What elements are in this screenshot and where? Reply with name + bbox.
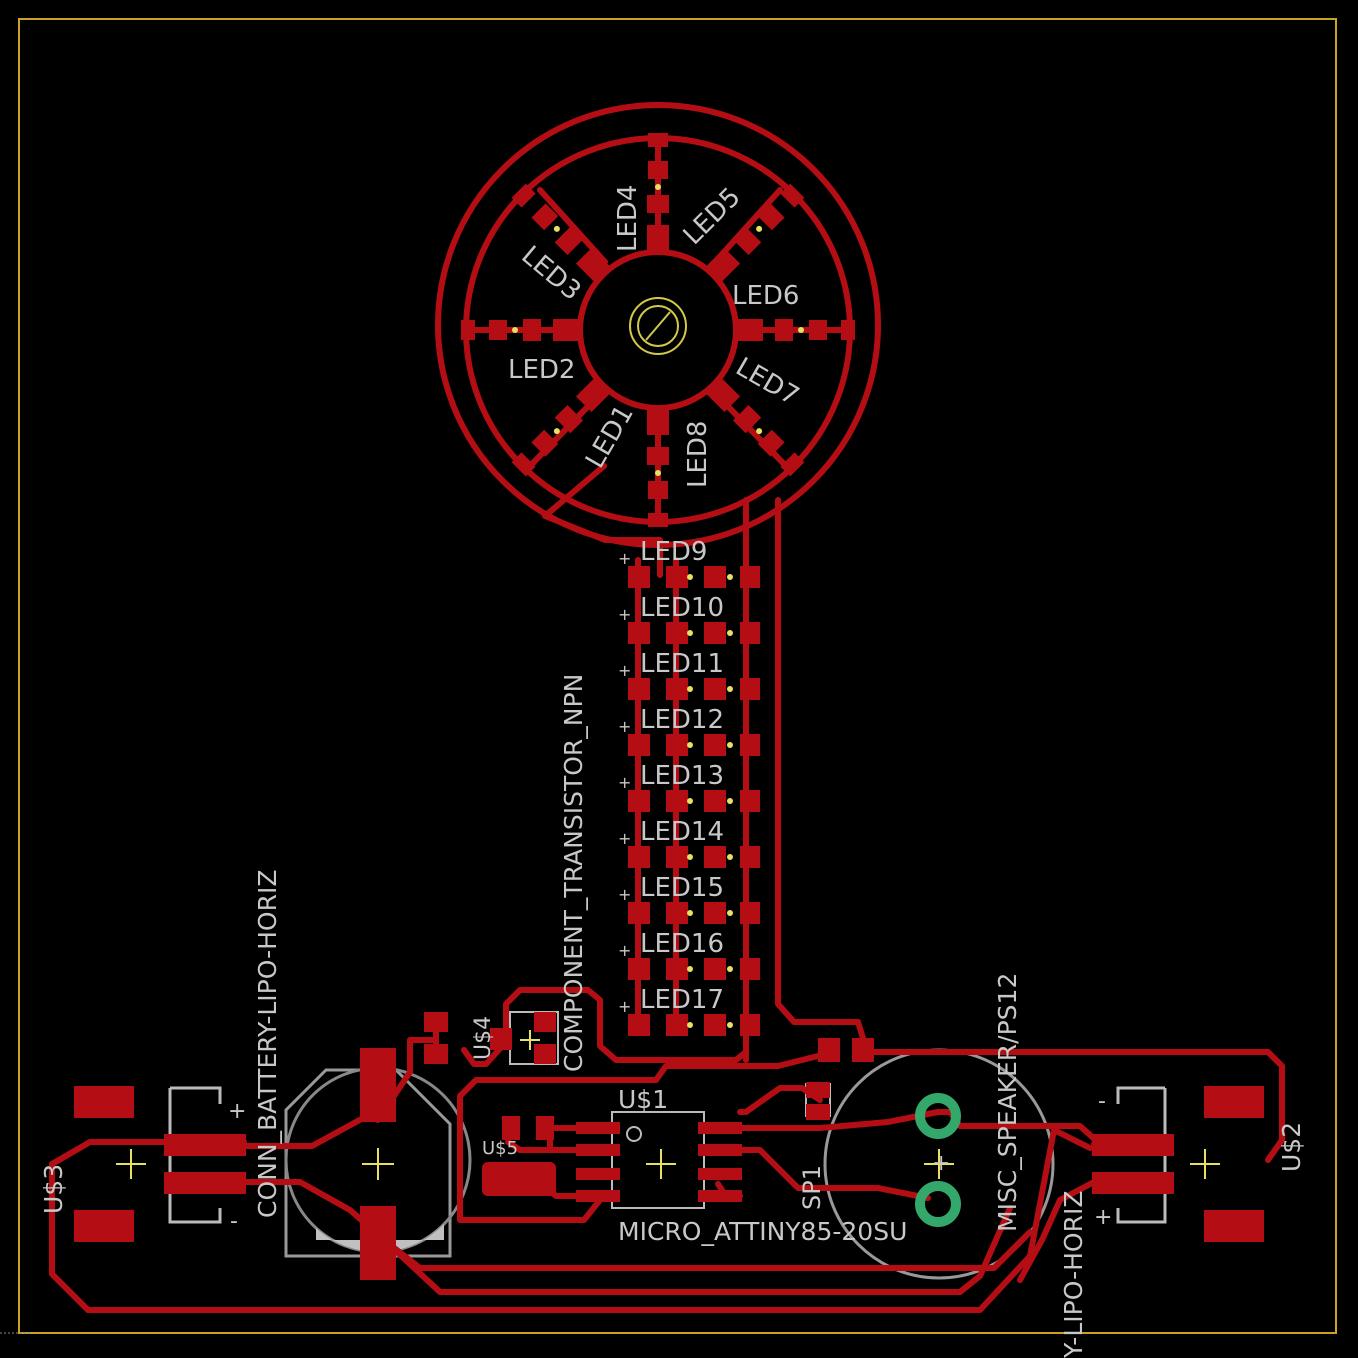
mount-hole-ring [629,297,687,355]
trace-inner-ring [577,249,739,411]
battery-right-pad-bottom [1204,1210,1264,1242]
mcu-outline [611,1111,705,1209]
label-battery-right: Y-LIPO-HORIZ [1059,1191,1088,1358]
label-transistor: COMPONENT_TRANSISTOR_NPN [559,674,588,1072]
led-column-plus-12: + [618,717,631,736]
speaker-plus-mark: + [932,1151,950,1176]
coin-cell-pad-top [360,1048,396,1122]
led-column-plus-15: + [618,885,631,904]
led-column-16 [628,958,760,980]
label-u5: U$5 [482,1138,518,1159]
battery-right-pad-plus [1092,1134,1174,1156]
led-ring-5 [706,183,805,282]
led-ring-label-4: LED4 [613,185,643,252]
led-column-label-17: LED17 [640,985,724,1015]
label-u4: U$4 [471,1016,496,1060]
led-column-plus-10: + [618,605,631,624]
speaker-via-2 [915,1181,961,1227]
led-column-label-11: LED11 [640,649,724,679]
led-column-9 [628,566,760,588]
mcu-pin1-marker [626,1126,642,1142]
label-sp1: SP1 [798,1165,826,1210]
led-column-plus-9: + [618,549,631,568]
battery-left-pad-top [74,1086,134,1118]
led-column-label-16: LED16 [640,929,724,959]
led-ring-label-1: LED1 [580,400,640,473]
led-column-14 [628,846,760,868]
led-column-label-13: LED13 [640,761,724,791]
battery-left-plus-mark: + [228,1099,246,1124]
battery-right-pad-top [1204,1086,1264,1118]
led-column-label-15: LED15 [640,873,724,903]
led-column-10 [628,622,760,644]
trace-bottom-loop [49,1139,247,1313]
led-ring-6 [737,319,855,341]
led-column-plus-11: + [618,661,631,680]
battery-right-pad-minus [1092,1172,1174,1194]
led-column-group [628,566,760,1036]
label-mcu: MICRO_ATTINY85-20SU [618,1217,907,1246]
led-ring-label-3: LED3 [516,240,587,306]
mount-hole-inner [637,305,679,347]
led-column-label-12: LED12 [640,705,724,735]
battery-left-pad-bottom [74,1210,134,1242]
board-outline [18,18,1337,1334]
battery-left-pad-minus [164,1172,246,1194]
label-u1: U$1 [618,1085,668,1114]
led-column-12 [628,734,760,756]
led-ring-4 [647,133,669,251]
led-column-label-9: LED9 [640,537,707,567]
led-column-plus-13: + [618,773,631,792]
led-column-label-10: LED10 [640,593,724,623]
led-column-plus-14: + [618,829,631,848]
u5-large-pad [482,1162,556,1196]
led-ring-group [461,133,855,527]
led-column-label-14: LED14 [640,817,724,847]
led-column-11 [628,678,760,700]
battery-right-minus-mark: - [1098,1089,1106,1114]
label-battery-left: CONN_BATTERY-LIPO-HORIZ [253,870,282,1218]
led-ring-label-6: LED6 [732,281,799,311]
led-ring-2 [461,319,579,341]
led-ring-1 [511,378,610,477]
coin-cell-pad-bottom [360,1206,396,1280]
led-column-17 [628,1014,760,1036]
led-ring-7 [706,378,805,477]
led-ring-3 [511,183,610,282]
led-ring-label-7: LED7 [731,352,804,412]
label-u3: U$3 [39,1164,68,1214]
led-column-13 [628,790,760,812]
battery-left-minus-mark: - [230,1209,238,1234]
led-column-plus-16: + [618,941,631,960]
label-u2: U$2 [1277,1122,1306,1172]
speaker-via-1 [915,1093,961,1139]
led-ring-label-2: LED2 [508,355,575,385]
battery-left-pad-plus [164,1134,246,1156]
led-ring-8 [647,409,669,527]
led-column-15 [628,902,760,924]
label-speaker: MISC_SPEAKER/PS12 [993,973,1022,1232]
led-column-plus-17: + [618,997,631,1016]
battery-right-plus-mark: + [1094,1205,1112,1230]
coin-cell-shade [316,1224,444,1252]
led-ring-label-8: LED8 [683,421,713,488]
